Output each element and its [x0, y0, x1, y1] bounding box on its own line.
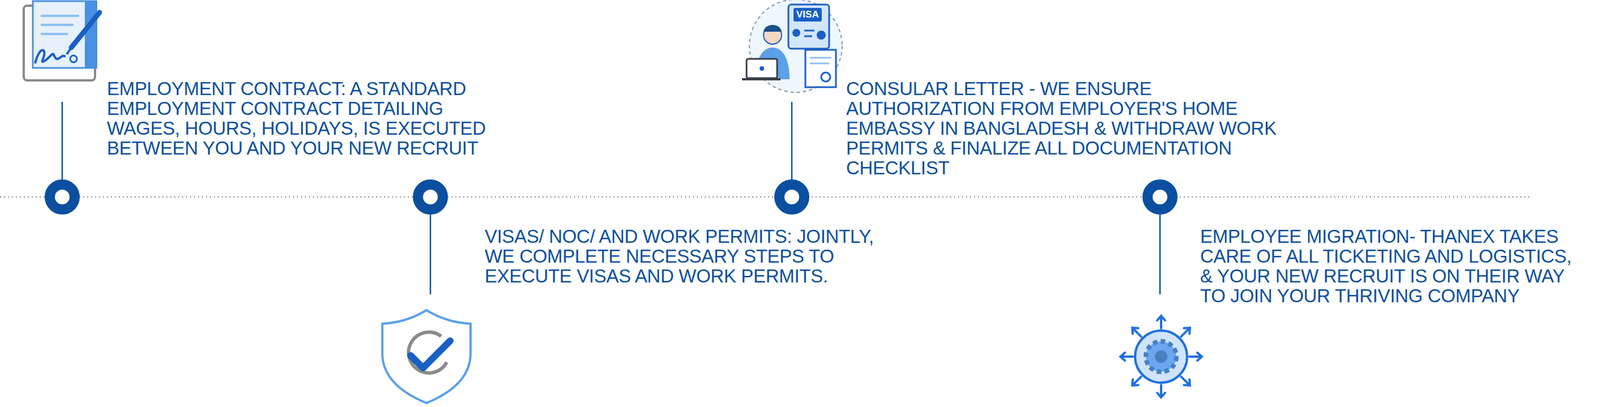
stem-line — [429, 209, 432, 295]
step-text: CONSULAR LETTER - WE ENSURE AUTHORIZATIO… — [846, 78, 1288, 178]
step-text: VISAS/ NOC/ AND WORK PERMITS: JOINTLY, W… — [484, 226, 881, 286]
migration-icon — [1120, 315, 1202, 398]
stem-line — [61, 101, 64, 185]
timeline-marker — [417, 184, 443, 210]
visa-icon — [742, 0, 843, 93]
timeline-marker — [49, 184, 75, 210]
badge-text: VISA — [793, 7, 822, 22]
contract-icon — [23, 1, 100, 81]
stem-line — [1159, 209, 1162, 295]
timeline-axis — [0, 196, 1531, 198]
stem-line — [791, 101, 793, 185]
step-text: EMPLOYMENT CONTRACT: A STANDARD EMPLOYME… — [106, 78, 503, 158]
timeline-marker — [1147, 184, 1173, 210]
shield-icon — [382, 309, 471, 403]
timeline-marker — [779, 184, 805, 210]
step-text: EMPLOYEE MIGRATION- THANEX TAKES CARE OF… — [1200, 226, 1585, 306]
